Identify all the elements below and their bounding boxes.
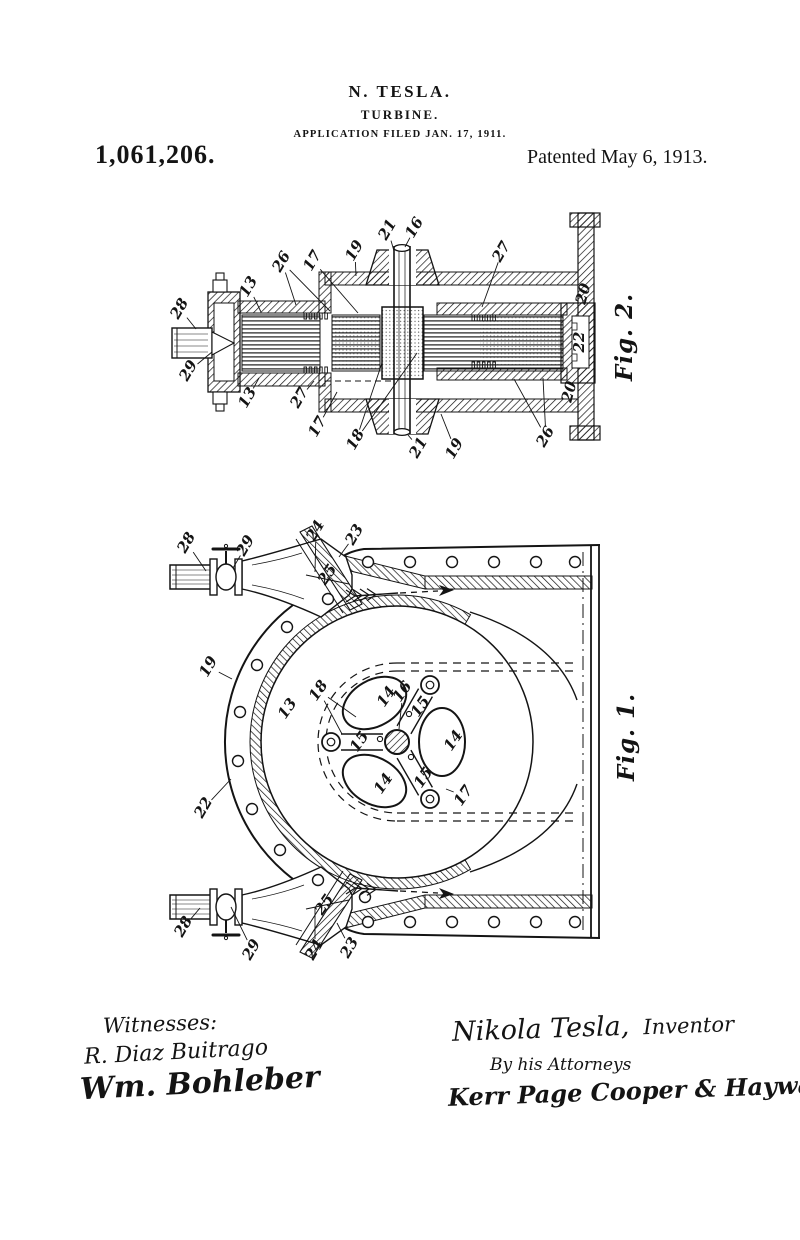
ref-numeral-29: 29 [238,935,265,963]
leader-line [285,273,296,306]
leader-line [408,435,412,440]
leader-line [187,318,196,329]
ref-numeral-29: 29 [232,531,259,559]
inventor-signature: Nikola Tesla, [452,1011,630,1048]
fig2-drawing: 28132617192116272022202913271718211926 F… [166,213,638,462]
ref-numeral-19: 19 [195,652,221,680]
ref-numeral-16: 16 [401,213,427,241]
ref-numeral-23: 23 [341,521,368,549]
leader-line [219,672,232,679]
lower-inlet-valve [170,867,362,958]
ref-numeral-26: 26 [532,422,559,450]
ref-numeral-19: 19 [341,236,367,264]
ref-numeral-18: 18 [305,676,332,704]
ref-numeral-19: 19 [441,434,467,462]
ref-numeral-27: 27 [488,237,515,265]
ref-numeral-21: 21 [374,216,401,244]
ref-numeral-18: 18 [342,425,368,453]
leader-line [441,414,451,439]
fig1-caption: Fig. 1. [613,693,640,782]
ref-numeral-17: 17 [304,412,330,440]
ref-numeral-13: 13 [274,695,301,722]
ref-numeral-26: 26 [268,247,295,275]
ref-numeral-17: 17 [299,246,325,274]
ref-numeral-17: 17 [450,781,477,809]
witnesses-label: Witnesses: [103,1010,218,1038]
ref-numeral-22: 22 [190,794,217,822]
ref-numeral-28: 28 [173,528,200,556]
leader-line [212,779,232,800]
leader-line [446,789,454,792]
attorneys-label: By his Attorneys [490,1055,631,1075]
inventor-label: Inventor [643,1012,735,1039]
fig1-drawing: 2829242325191318141615151415141722282924… [170,517,640,964]
ref-numeral-15: 15 [346,728,373,755]
ref-numeral-29: 29 [175,356,202,384]
ref-numeral-23: 23 [336,934,363,962]
ref-numeral-21: 21 [405,434,432,462]
ref-numeral-28: 28 [166,294,193,322]
ref-numeral-22: 22 [570,332,588,354]
fig2-caption: Fig. 2. [611,293,638,382]
